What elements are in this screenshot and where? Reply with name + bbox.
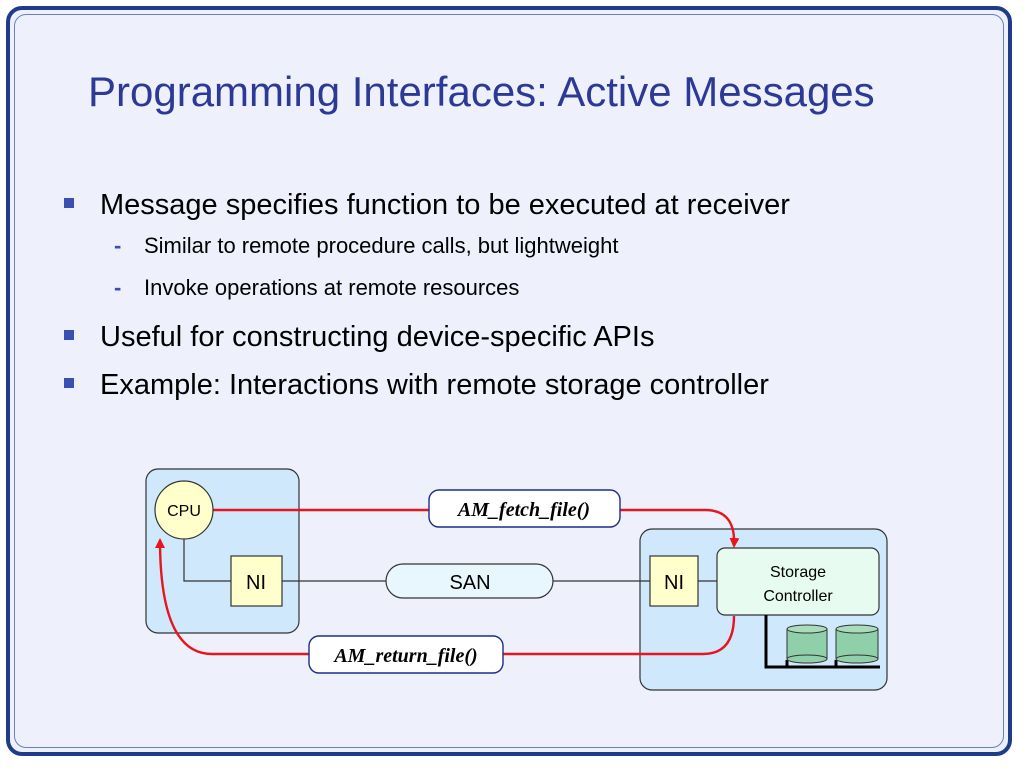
square-bullet-icon — [64, 330, 74, 340]
bullet-item: Message specifies function to be execute… — [62, 185, 962, 225]
disk-bus — [764, 615, 880, 669]
dash-bullet-icon: - — [114, 275, 122, 300]
bullet-text: Message specifies function to be execute… — [100, 189, 790, 221]
sub-bullet-text: Similar to remote procedure calls, but l… — [144, 233, 619, 258]
storage-label-line1: Storage — [770, 564, 826, 581]
return-label-box — [308, 635, 504, 674]
fetch-message-arrow — [212, 508, 740, 548]
ni-right-label: NI — [664, 572, 684, 594]
sub-bullet-text: Invoke operations at remote resources — [144, 275, 520, 300]
dash-bullet-icon: - — [114, 233, 122, 258]
disk-icon — [786, 624, 828, 664]
bullet-item: Example: Interactions with remote storag… — [62, 365, 962, 405]
storage-label-line2: Controller — [763, 588, 833, 605]
return-message-arrow — [155, 538, 736, 656]
bullet-list: Message specifies function to be execute… — [62, 185, 962, 405]
square-bullet-icon — [64, 378, 74, 388]
sub-bullet-item: - Similar to remote procedure calls, but… — [62, 225, 962, 267]
ni-left-box — [230, 555, 283, 607]
slide-inner-border — [14, 14, 1004, 748]
sub-bullet-item: - Invoke operations at remote resources — [62, 267, 962, 309]
square-bullet-icon — [64, 198, 74, 208]
fetch-label: AM_fetch_file() — [456, 499, 590, 521]
ni-left-label: NI — [246, 572, 266, 594]
cpu-node — [154, 480, 214, 540]
san-label: SAN — [449, 572, 490, 594]
cpu-label: CPU — [167, 503, 201, 520]
bullet-text: Example: Interactions with remote storag… — [100, 369, 769, 401]
fetch-label-box — [428, 489, 621, 528]
bullet-item: Useful for constructing device-specific … — [62, 317, 962, 357]
return-label: AM_return_file() — [332, 645, 477, 667]
slide-title: Programming Interfaces: Active Messages — [88, 68, 875, 115]
storage-controller-box — [716, 547, 880, 616]
bullet-text: Useful for constructing device-specific … — [100, 321, 655, 353]
cpu-ni-wire — [183, 535, 231, 582]
ni-right-box — [649, 555, 699, 607]
san-pill — [385, 563, 554, 599]
disk-icon — [835, 624, 879, 664]
